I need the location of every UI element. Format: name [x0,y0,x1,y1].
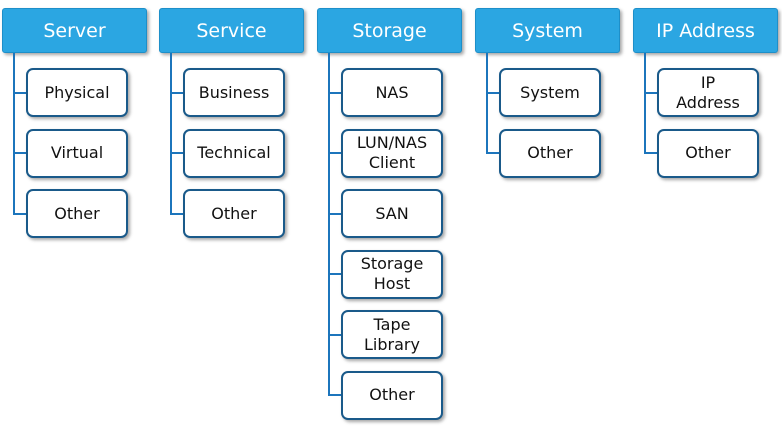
connector-branch [13,212,26,215]
column-header-server: Server [2,8,147,53]
connector-trunk-ip-address [644,53,646,154]
connector-trunk-system [486,53,488,154]
connector-trunk-server [13,53,15,215]
column-header-service: Service [159,8,304,53]
connector-branch [486,91,499,94]
child-node-storage-storage-host: Storage Host [341,249,443,299]
child-node-server-virtual: Virtual [26,128,128,178]
connector-branch [328,91,341,94]
child-node-server-physical: Physical [26,68,128,117]
connector-branch [644,91,657,94]
connector-branch [486,152,499,154]
child-node-system-other: Other [499,128,601,178]
connector-branch [328,333,341,336]
child-node-system-system: System [499,68,601,117]
column-header-ip-address: IP Address [633,8,778,53]
connector-branch [328,273,341,275]
connector-branch [644,152,657,154]
child-node-service-business: Business [183,68,285,117]
child-node-service-technical: Technical [183,128,285,178]
connector-branch [328,152,341,154]
column-header-storage: Storage [317,8,462,53]
child-node-storage-tape-library: Tape Library [341,310,443,359]
connector-branch [328,394,341,396]
connector-trunk-service [170,53,172,215]
child-node-server-other: Other [26,189,128,238]
child-node-storage-nas: NAS [341,68,443,117]
connector-branch [170,152,183,154]
connector-trunk-storage [328,53,330,396]
connector-branch [328,212,341,215]
connector-branch [13,152,26,154]
child-node-storage-lun-nas-client: LUN/NAS Client [341,128,443,178]
child-node-storage-san: SAN [341,189,443,238]
child-node-ip-address-ip-address: IP Address [657,68,759,117]
column-header-system: System [475,8,620,53]
child-node-storage-other: Other [341,370,443,420]
connector-branch [170,212,183,215]
connector-branch [13,91,26,94]
child-node-service-other: Other [183,189,285,238]
child-node-ip-address-other: Other [657,128,759,178]
connector-branch [170,91,183,94]
